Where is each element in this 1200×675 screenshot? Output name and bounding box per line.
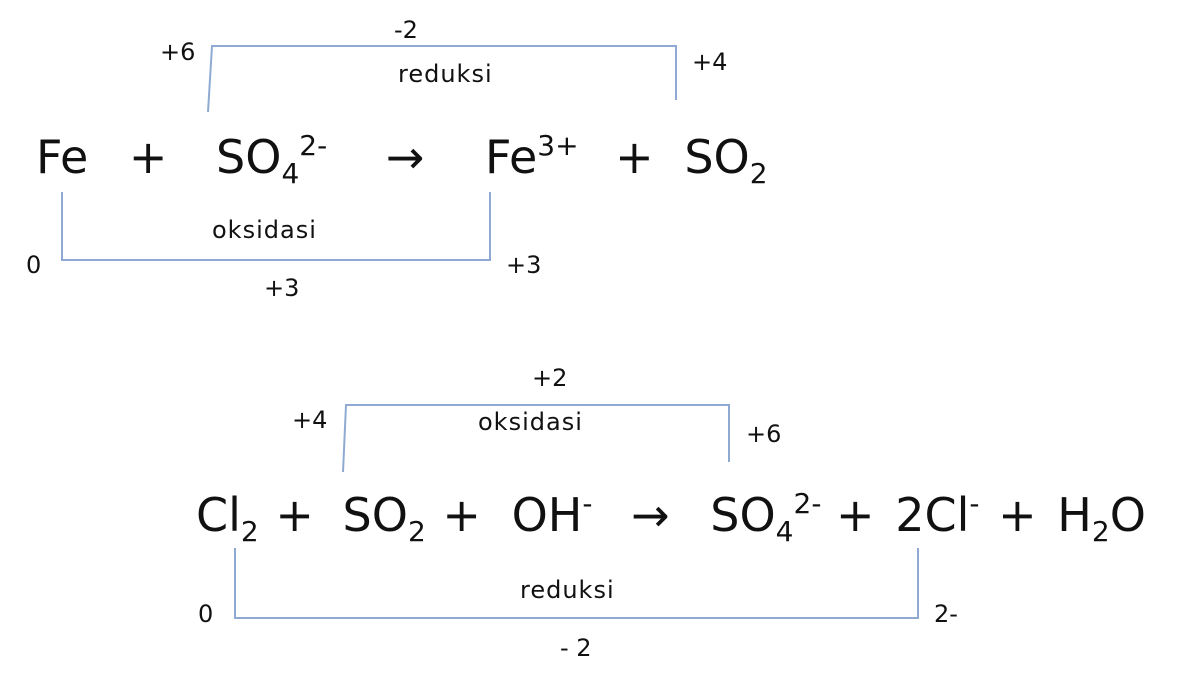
reaction1-arrow: → [385, 130, 425, 184]
reaction2-so4: SO42- [710, 487, 822, 548]
reaction2-cl2: Cl2 [196, 488, 259, 548]
reaction2-bottom-label: reduksi [520, 576, 615, 604]
reaction1-top-right-ox: +4 [692, 48, 728, 76]
reaction1-fe: Fe [36, 130, 89, 184]
reaction1-top-left-ox: +6 [160, 38, 196, 66]
reaction2-equation: Cl2 + SO2 + OH- → SO42- + 2Cl- + H2O [196, 490, 1146, 546]
reaction2-arrow: → [631, 488, 670, 542]
reaction1-top-change: -2 [394, 16, 418, 44]
reaction1-bottom-change: +3 [264, 274, 300, 302]
reaction2-cl-ion: 2Cl- [895, 487, 980, 542]
reaction2-bottom-right-ox: 2- [934, 600, 958, 628]
reaction2-top-left-ox: +4 [292, 406, 328, 434]
reaction2-oh: OH- [511, 487, 593, 542]
reaction1-equation: Fe + SO42- → Fe3+ + SO2 [36, 132, 768, 188]
reaction1-fe3: Fe3+ [485, 129, 579, 184]
reaction2-so2: SO2 [342, 488, 426, 548]
reaction1-oxidation-bracket [61, 192, 491, 261]
reaction1-top-label: reduksi [398, 60, 493, 88]
reaction1-so4: SO42- [216, 129, 328, 190]
reaction1-reduction-bracket [207, 45, 677, 113]
reaction2-top-right-ox: +6 [746, 420, 782, 448]
reaction2-plus-3: + [836, 488, 875, 542]
reaction1-plus-2: + [615, 130, 654, 184]
reaction2-bottom-change: - 2 [560, 634, 592, 662]
reaction2-top-change: +2 [532, 364, 568, 392]
reaction2-h2o: H2O [1057, 488, 1146, 548]
reaction2-plus-2: + [442, 488, 481, 542]
reaction1-bottom-right-ox: +3 [506, 251, 542, 279]
reaction1-bottom-label: oksidasi [212, 216, 317, 244]
reaction2-top-label: oksidasi [478, 408, 583, 436]
reaction1-plus: + [128, 130, 168, 184]
reaction2-plus: + [275, 488, 314, 542]
reaction2-bottom-left-ox: 0 [198, 600, 214, 628]
reaction2-reduction-bracket [234, 548, 919, 619]
reaction2-oxidation-bracket [342, 404, 730, 473]
reaction1-bottom-left-ox: 0 [26, 251, 42, 279]
reaction2-plus-4: + [998, 488, 1037, 542]
reaction1-so2: SO2 [684, 130, 768, 190]
